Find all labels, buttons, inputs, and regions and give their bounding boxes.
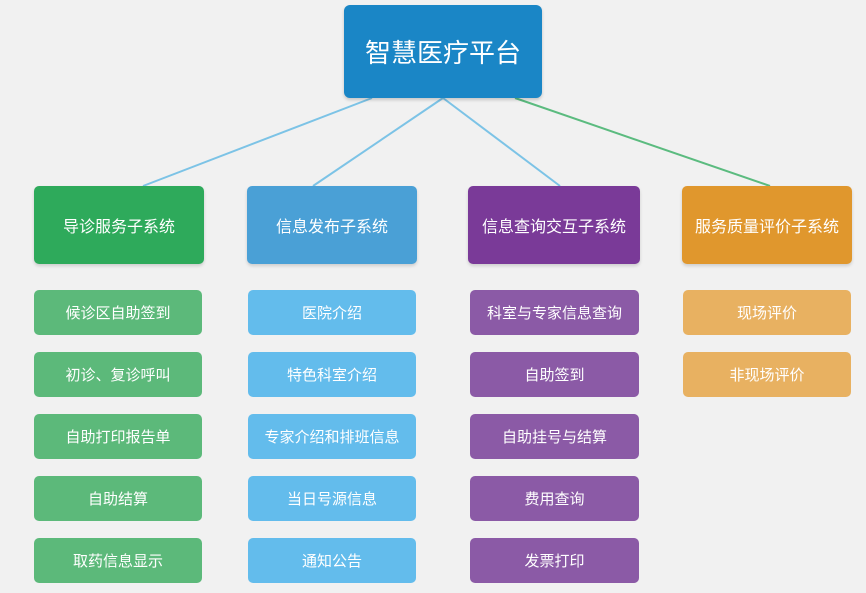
subsystem-guide-service[interactable]: 导诊服务子系统: [34, 186, 204, 264]
list-item[interactable]: 当日号源信息: [248, 476, 416, 521]
connector-line-1: [142, 97, 373, 187]
list-item[interactable]: 自助签到: [470, 352, 639, 397]
root-node[interactable]: 智慧医疗平台: [344, 5, 542, 98]
list-item[interactable]: 现场评价: [683, 290, 851, 335]
subsystem-info-query[interactable]: 信息查询交互子系统: [468, 186, 640, 264]
list-item[interactable]: 费用查询: [470, 476, 639, 521]
list-item[interactable]: 取药信息显示: [34, 538, 202, 583]
list-item[interactable]: 通知公告: [248, 538, 416, 583]
list-item[interactable]: 专家介绍和排班信息: [248, 414, 416, 459]
list-item[interactable]: 非现场评价: [683, 352, 851, 397]
connector-line-2: [312, 97, 444, 187]
list-item[interactable]: 特色科室介绍: [248, 352, 416, 397]
connector-line-3: [442, 97, 561, 187]
connector-line-4: [514, 97, 771, 187]
list-item[interactable]: 初诊、复诊呼叫: [34, 352, 202, 397]
list-item[interactable]: 科室与专家信息查询: [470, 290, 639, 335]
subsystem-service-evaluation[interactable]: 服务质量评价子系统: [682, 186, 852, 264]
list-item[interactable]: 自助打印报告单: [34, 414, 202, 459]
list-item[interactable]: 自助结算: [34, 476, 202, 521]
list-item[interactable]: 发票打印: [470, 538, 639, 583]
subsystem-info-publish[interactable]: 信息发布子系统: [247, 186, 417, 264]
list-item[interactable]: 自助挂号与结算: [470, 414, 639, 459]
list-item[interactable]: 候诊区自助签到: [34, 290, 202, 335]
list-item[interactable]: 医院介绍: [248, 290, 416, 335]
